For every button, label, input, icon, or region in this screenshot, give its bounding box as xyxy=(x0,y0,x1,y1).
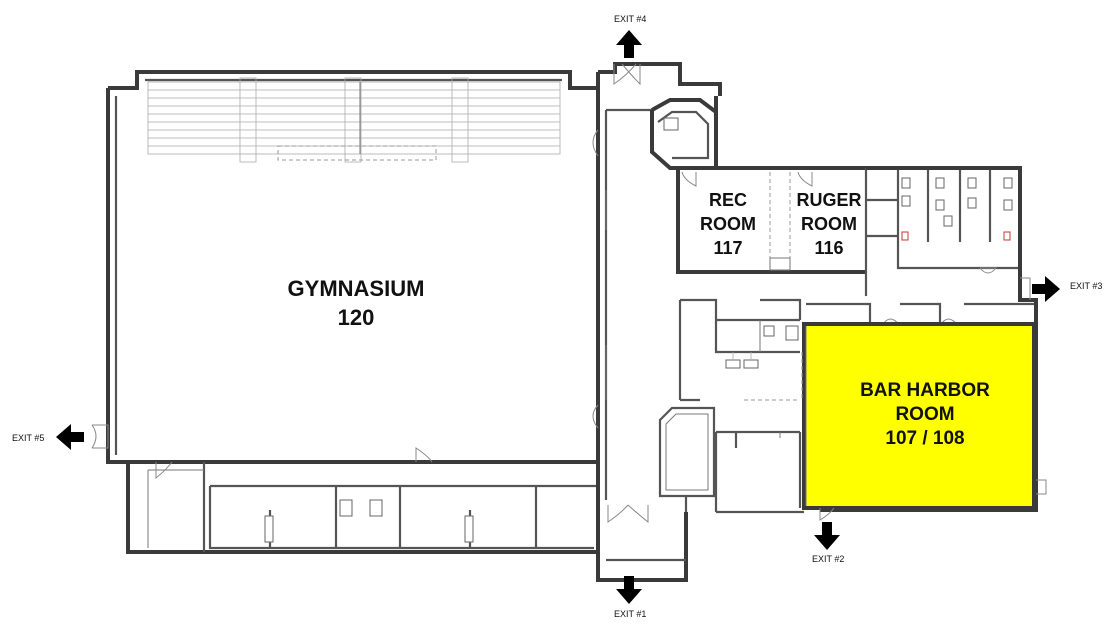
ruger-room-label: RUGER ROOM 116 xyxy=(796,190,861,258)
rec-room-number: 117 xyxy=(713,238,742,258)
rec-room-label: REC ROOM 117 xyxy=(700,190,756,258)
ruger-room-line2: ROOM xyxy=(801,214,857,234)
gym-door-east-1 xyxy=(592,129,599,157)
gymnasium-number: 120 xyxy=(338,305,375,330)
bleachers xyxy=(147,77,561,163)
exit-2-label: EXIT #2 xyxy=(812,554,844,564)
exit-4-label: EXIT #4 xyxy=(614,14,646,24)
exit-3[interactable]: EXIT #3 xyxy=(1032,276,1102,302)
bar-harbor-number: 107 / 108 xyxy=(885,428,964,449)
central-corridor-walls xyxy=(596,62,722,582)
arrow-down-icon xyxy=(814,522,840,550)
gymnasium-label: GYMNASIUM 120 xyxy=(288,276,425,330)
arrow-right-icon xyxy=(1032,276,1060,302)
bar-harbor-walls xyxy=(802,322,1036,521)
arrow-up-icon xyxy=(616,30,642,58)
bar-harbor-label: BAR HARBOR ROOM 107 / 108 xyxy=(860,380,990,449)
exit-2[interactable]: EXIT #2 xyxy=(812,522,844,564)
bar-harbor-line1: BAR HARBOR xyxy=(860,380,990,401)
bar-harbor-line2: ROOM xyxy=(895,404,954,425)
ruger-room-number: 116 xyxy=(814,238,843,258)
middle-rooms-walls xyxy=(658,300,804,514)
locker-strip-walls xyxy=(126,461,598,554)
exit-5-label: EXIT #5 xyxy=(12,433,44,443)
gymnasium-name: GYMNASIUM xyxy=(288,276,425,301)
ruger-room-line1: RUGER xyxy=(796,190,861,210)
gymnasium-walls xyxy=(91,70,598,464)
arrow-down-icon xyxy=(616,576,642,604)
bar-harbor-highlight[interactable] xyxy=(806,326,1034,506)
exit-1-label: EXIT #1 xyxy=(614,609,646,619)
restrooms-ne-walls xyxy=(866,166,1022,270)
rec-ruger-walls xyxy=(676,96,868,274)
rec-room-line2: ROOM xyxy=(700,214,756,234)
exit-3-label: EXIT #3 xyxy=(1070,281,1102,291)
exit-5[interactable]: EXIT #5 xyxy=(12,424,84,450)
exit-1[interactable]: EXIT #1 xyxy=(614,576,646,619)
rec-room-line1: REC xyxy=(709,190,747,210)
gym-door-south xyxy=(415,447,433,463)
arrow-left-icon xyxy=(56,424,84,450)
exit-4[interactable]: EXIT #4 xyxy=(614,14,646,58)
vestibule-walls xyxy=(650,98,718,170)
gym-door-east-2 xyxy=(592,404,599,429)
